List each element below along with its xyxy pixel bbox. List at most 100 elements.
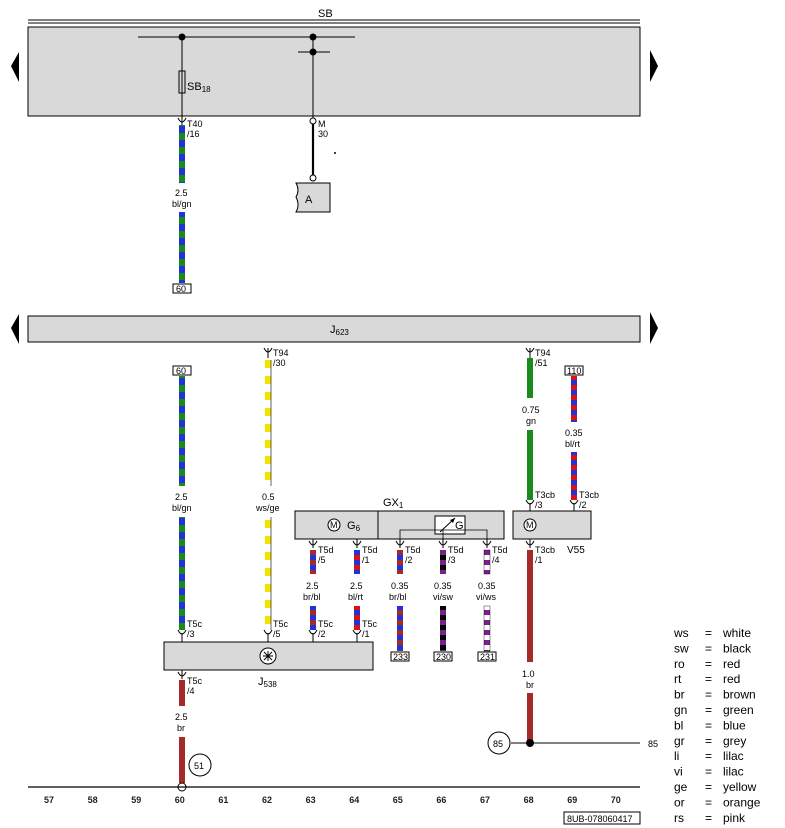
legend-equals: =: [705, 718, 712, 732]
top-bus-sb: [27, 19, 641, 118]
grid-number: 63: [306, 795, 316, 805]
pin-label: T5d: [405, 545, 421, 555]
wire-br-bl: [397, 550, 403, 574]
legend-code: ws: [673, 626, 689, 640]
ref-box-233[interactable]: [390, 651, 410, 662]
grid-number: 69: [567, 795, 577, 805]
legend-code: rt: [674, 672, 682, 686]
pin-label: T94: [273, 348, 289, 358]
grid-number: 61: [218, 795, 228, 805]
ref-box-110[interactable]: [564, 365, 584, 376]
connector-t40-16: [177, 117, 187, 125]
pin-label: T5c: [187, 619, 203, 629]
legend-code: li: [674, 749, 679, 763]
pin-label: /3: [448, 555, 456, 565]
module-v55-label: V55: [567, 545, 585, 556]
ref-box-231[interactable]: [477, 651, 497, 662]
block-a-label: A: [305, 194, 313, 206]
ref-box-60[interactable]: [172, 283, 192, 294]
wire-ws-ge: [265, 517, 271, 630]
ref-label: 110: [567, 366, 581, 376]
wire-bl-rt: [571, 452, 577, 500]
legend-equals: =: [705, 626, 712, 640]
wire-color: br: [526, 680, 534, 690]
legend-color-name: pink: [723, 811, 746, 825]
block-a[interactable]: [295, 182, 331, 213]
ref-label: 233: [393, 652, 408, 662]
wire-bl-gn: [179, 125, 185, 183]
module-gx1-label: GX1: [383, 497, 404, 510]
wire-color: br/bl: [303, 592, 321, 602]
wire-bl-rt: [354, 550, 360, 574]
wire-size: 0.35: [391, 581, 409, 591]
next-page-arrow-lower-icon[interactable]: [650, 312, 658, 344]
legend-code: gn: [674, 703, 687, 717]
wire-br-bl: [310, 550, 316, 574]
pin-label: /5: [318, 555, 326, 565]
ref-circle-51[interactable]: [188, 753, 212, 777]
legend-color-name: white: [722, 626, 751, 640]
pin-label: /2: [405, 555, 413, 565]
module-j538-label: J538: [258, 676, 277, 689]
motor-symbol: M: [330, 520, 338, 530]
wire-gn: [527, 430, 533, 500]
previous-page-arrow-lower-icon[interactable]: [11, 314, 19, 344]
wire-bl-gn: [179, 517, 185, 630]
motor-icon: [523, 518, 537, 532]
ref-box-230[interactable]: [433, 651, 453, 662]
grid-number: 66: [436, 795, 446, 805]
legend-color-name: orange: [723, 795, 761, 809]
wire-color: bl/gn: [172, 199, 192, 209]
pin-label: T5d: [492, 545, 508, 555]
pin-label: /3: [187, 629, 195, 639]
wire-color: bl/rt: [348, 592, 364, 602]
legend-equals: =: [705, 734, 712, 748]
connector-t5d-5: [308, 539, 318, 548]
legend-equals: =: [705, 703, 712, 717]
wire-vi-sw: [440, 606, 446, 651]
pin-label: M: [318, 119, 326, 129]
legend-color-name: green: [723, 703, 754, 717]
ref-circle-85[interactable]: [487, 731, 511, 755]
motor-icon: [327, 518, 341, 532]
wire-size: 2.5: [350, 581, 363, 591]
legend-color-name: blue: [723, 718, 746, 732]
wire-br-bl: [310, 606, 316, 630]
wire-size: 0.5: [262, 492, 275, 502]
doc-number: 8UB-078060417: [567, 814, 633, 824]
legend-code: vi: [674, 765, 683, 779]
pin-label: T3cb: [535, 545, 555, 555]
pin-label: T5c: [273, 619, 289, 629]
module-gx1[interactable]: [294, 510, 505, 540]
pin-label: T5c: [362, 619, 378, 629]
pin-label: T5d: [448, 545, 464, 555]
pin-label: /51: [535, 358, 548, 368]
wire-size: 1.0: [522, 669, 535, 679]
ref-box-60[interactable]: [172, 365, 192, 376]
grid-number: 60: [175, 795, 185, 805]
wire-br: [527, 550, 533, 662]
wire-br-bl: [397, 606, 403, 651]
wire-bl-rt: [354, 606, 360, 630]
wire-size: 0.35: [565, 428, 583, 438]
pin-label: T3cb: [579, 490, 599, 500]
pin-label: T40: [187, 119, 203, 129]
wire-color: vi/sw: [433, 592, 454, 602]
legend-color-name: red: [723, 657, 740, 671]
wire-size: 2.5: [175, 188, 188, 198]
legend-equals: =: [705, 749, 712, 763]
module-j538[interactable]: [163, 641, 374, 671]
grid-number: 57: [44, 795, 54, 805]
wire-ws-ge: [265, 360, 271, 486]
legend-equals: =: [705, 765, 712, 779]
next-page-arrow-icon[interactable]: [650, 50, 658, 82]
pin-label: /1: [362, 629, 370, 639]
pin-label: /30: [273, 358, 286, 368]
previous-page-arrow-icon[interactable]: [11, 52, 19, 82]
ref-label: 60: [176, 366, 186, 376]
wire-color: ws/ge: [255, 503, 280, 513]
wire-vi-sw: [440, 550, 446, 574]
wire-color: bl/gn: [172, 503, 192, 513]
grid-number: 58: [88, 795, 98, 805]
